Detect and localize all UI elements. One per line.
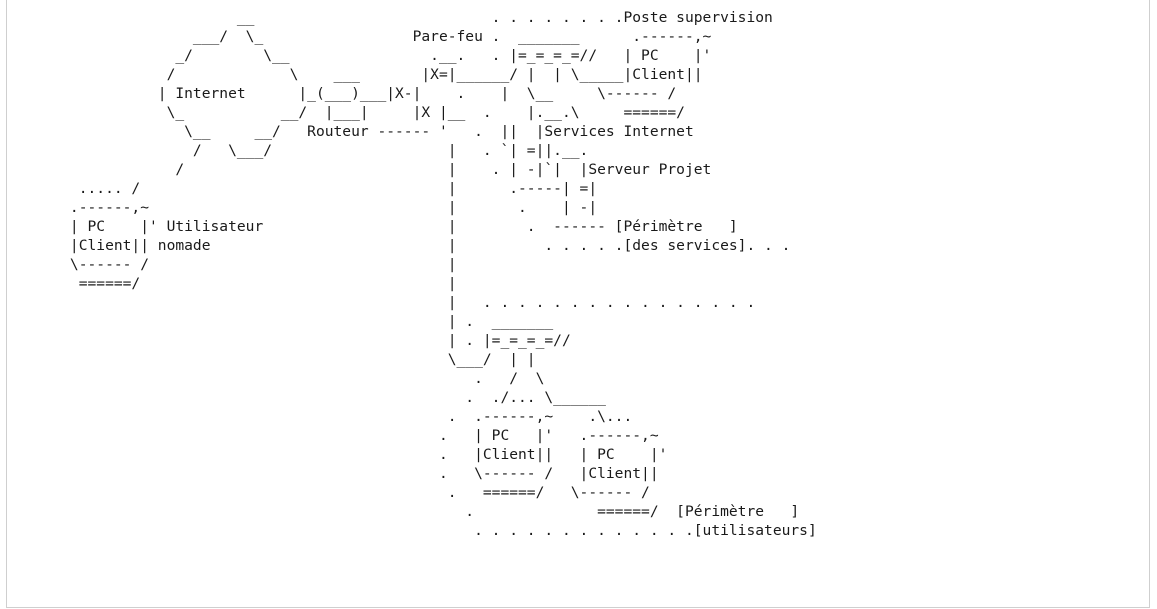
diagram-line: \___/ | |	[26, 351, 536, 368]
diagram-line: ___/ \_ Pare-feu . _______ .------,~	[26, 28, 712, 45]
diagram-line: _/ \__ .__. . |=_=_=_=// | PC |'	[26, 47, 712, 64]
diagram-line: |Client|| nomade | . . . . .[des service…	[26, 237, 791, 254]
diagram-line: . ======/ \------ /	[26, 484, 650, 501]
diagram-line: ..... / | .-----| =|	[26, 180, 598, 197]
network-ascii-diagram: __ . . . . . . . .Poste supervision ___/…	[26, 8, 817, 540]
diagram-line: .------,~ | . | -|	[26, 199, 598, 216]
diagram-line: . \------ / |Client||	[26, 465, 659, 482]
diagram-line: | . . . . . . . . . . . . . . . .	[26, 294, 756, 311]
diagram-line: | Internet |_(___)___|X-| . | \__ \-----…	[26, 85, 677, 102]
diagram-line: __ . . . . . . . .Poste supervision	[26, 9, 773, 26]
diagram-line: . .------,~ .\...	[26, 408, 633, 425]
diagram-line: \------ / |	[26, 256, 457, 273]
diagram-line: . / \	[26, 370, 545, 387]
diagram-line: / | . | -|`| |Serveur Projet	[26, 161, 712, 178]
diagram-line: \_ __/ |___| |X |__ . |.__.\ ======/	[26, 104, 685, 121]
diagram-line: ======/ |	[26, 275, 457, 292]
diagram-line: \__ __/ Routeur ------ ' . || |Services …	[26, 123, 694, 140]
diagram-line: / \ ___ |X=|______/ | | \_____|Client||	[26, 66, 703, 83]
diagram-line: | . |=_=_=_=//	[26, 332, 571, 349]
diagram-frame: __ . . . . . . . .Poste supervision ___/…	[6, 0, 1150, 608]
diagram-line: / \___/ | . `| =||.__.	[26, 142, 589, 159]
diagram-line: | PC |' Utilisateur | . ------ [Périmètr…	[26, 218, 738, 235]
diagram-line: . |Client|| | PC |'	[26, 446, 668, 463]
diagram-line: | . _______	[26, 313, 554, 330]
diagram-line: . ./... \______	[26, 389, 606, 406]
diagram-line: . . . . . . . . . . . . .[utilisateurs]	[26, 522, 817, 539]
diagram-line: . ======/ [Périmètre ]	[26, 503, 800, 520]
diagram-line: . | PC |' .------,~	[26, 427, 659, 444]
